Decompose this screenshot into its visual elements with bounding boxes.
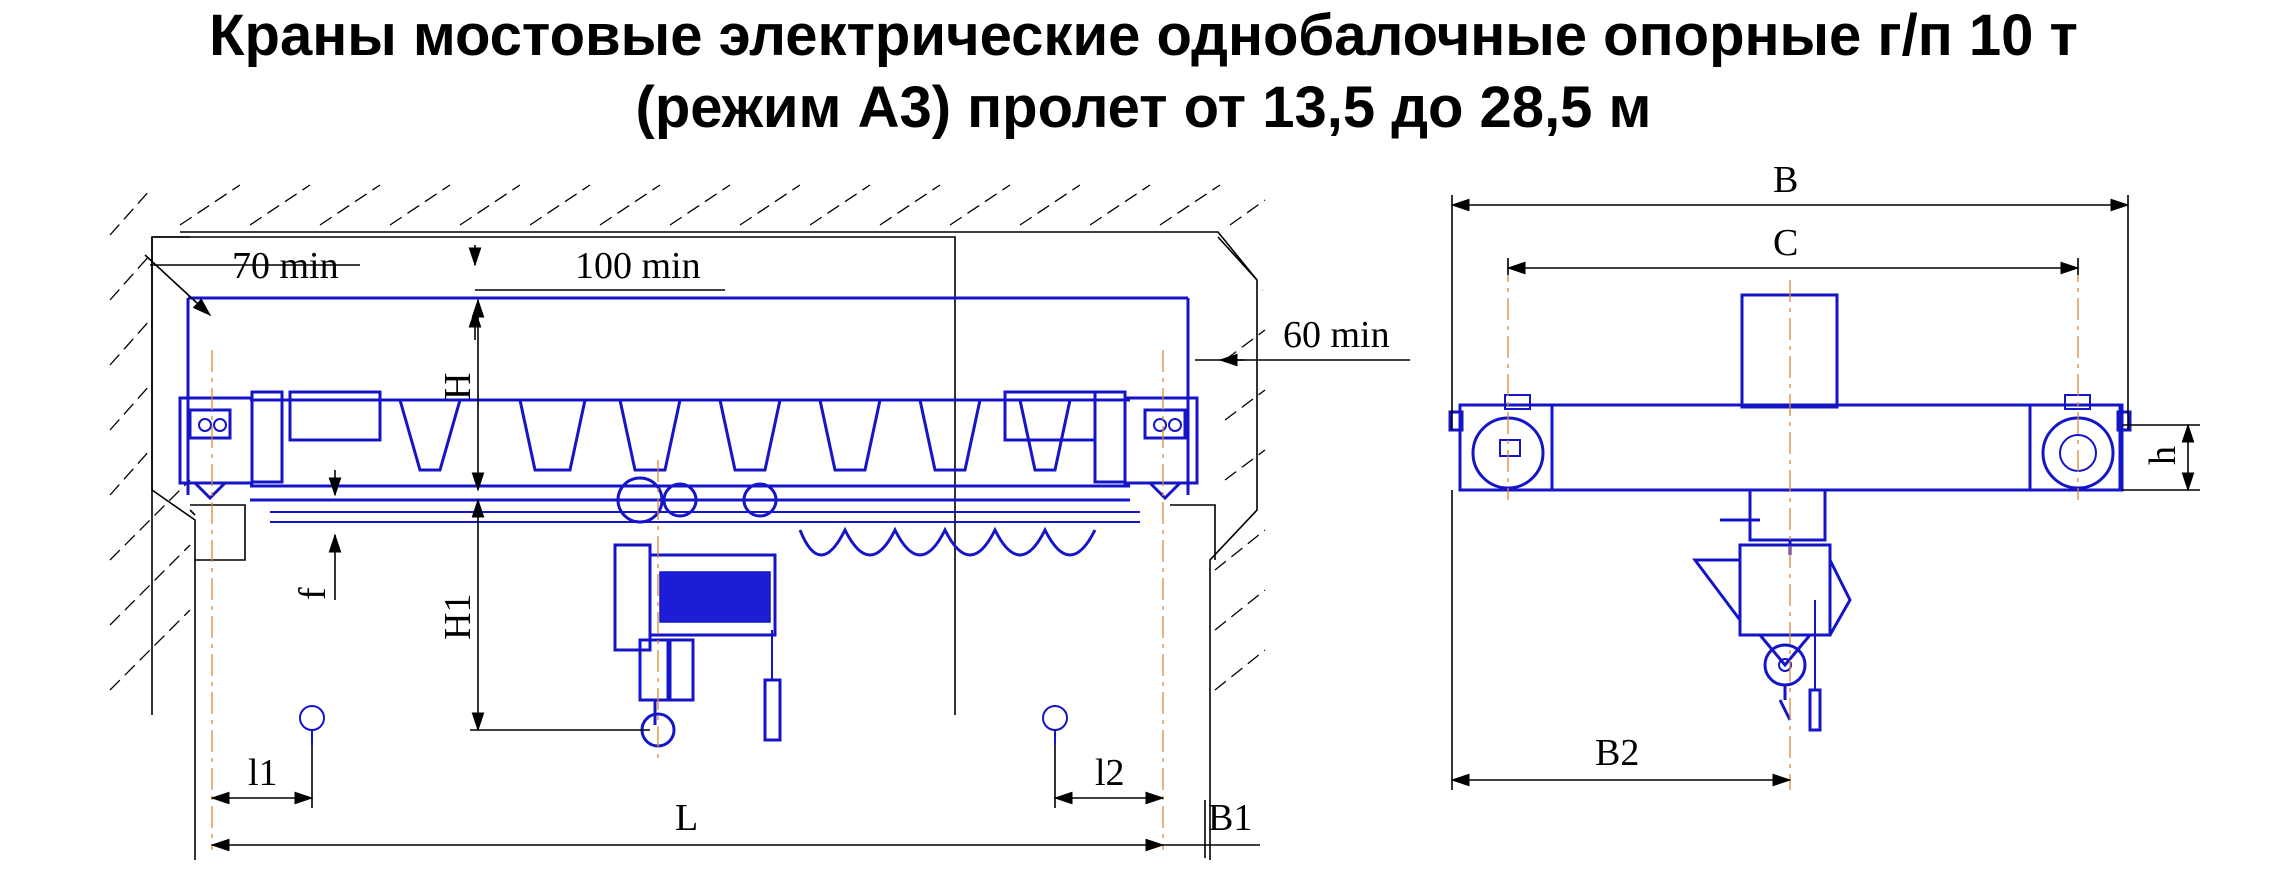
electric-hoist — [613, 476, 782, 748]
dim-100-min: 100 min — [575, 245, 701, 287]
dim-h: H — [437, 373, 479, 400]
front-view: 70 min 100 min 60 min H f H1 l1 l2 L B1 — [109, 184, 1410, 860]
dim-l2: l2 — [1095, 752, 1125, 794]
dimension-lines-side — [1450, 195, 2200, 790]
end-truck-right — [1003, 390, 1199, 501]
dim-70-min: 70 min — [232, 245, 339, 287]
dimension-lines-front — [144, 245, 1410, 858]
end-truck-left — [178, 390, 382, 501]
page-title: Краны мостовые электрические однобалочны… — [0, 0, 2287, 144]
dim-b2: B2 — [1595, 732, 1639, 774]
side-hoist — [1692, 488, 1852, 732]
dim-h1: H1 — [437, 594, 479, 640]
side-view: B C h B2 — [1448, 159, 2200, 790]
hatching — [109, 184, 1266, 691]
cable-festoon — [798, 526, 1097, 557]
dim-h-small: h — [2142, 446, 2184, 465]
building-wall-top — [151, 236, 956, 715]
dim-c: C — [1773, 222, 1798, 264]
hook-marker-right — [1042, 705, 1068, 745]
dim-b: B — [1773, 159, 1798, 201]
dim-60-min: 60 min — [1283, 314, 1390, 356]
dim-b1: B1 — [1208, 797, 1252, 839]
dim-f: f — [292, 587, 334, 600]
building-wall-left — [151, 237, 196, 860]
dim-l1: l1 — [248, 752, 278, 794]
dim-l: L — [675, 797, 698, 839]
title-line-2: (режим А3) пролет от 13,5 до 28,5 м — [635, 75, 1652, 140]
hook-marker-left — [299, 705, 325, 745]
title-line-1: Краны мостовые электрические однобалочны… — [209, 3, 2078, 68]
